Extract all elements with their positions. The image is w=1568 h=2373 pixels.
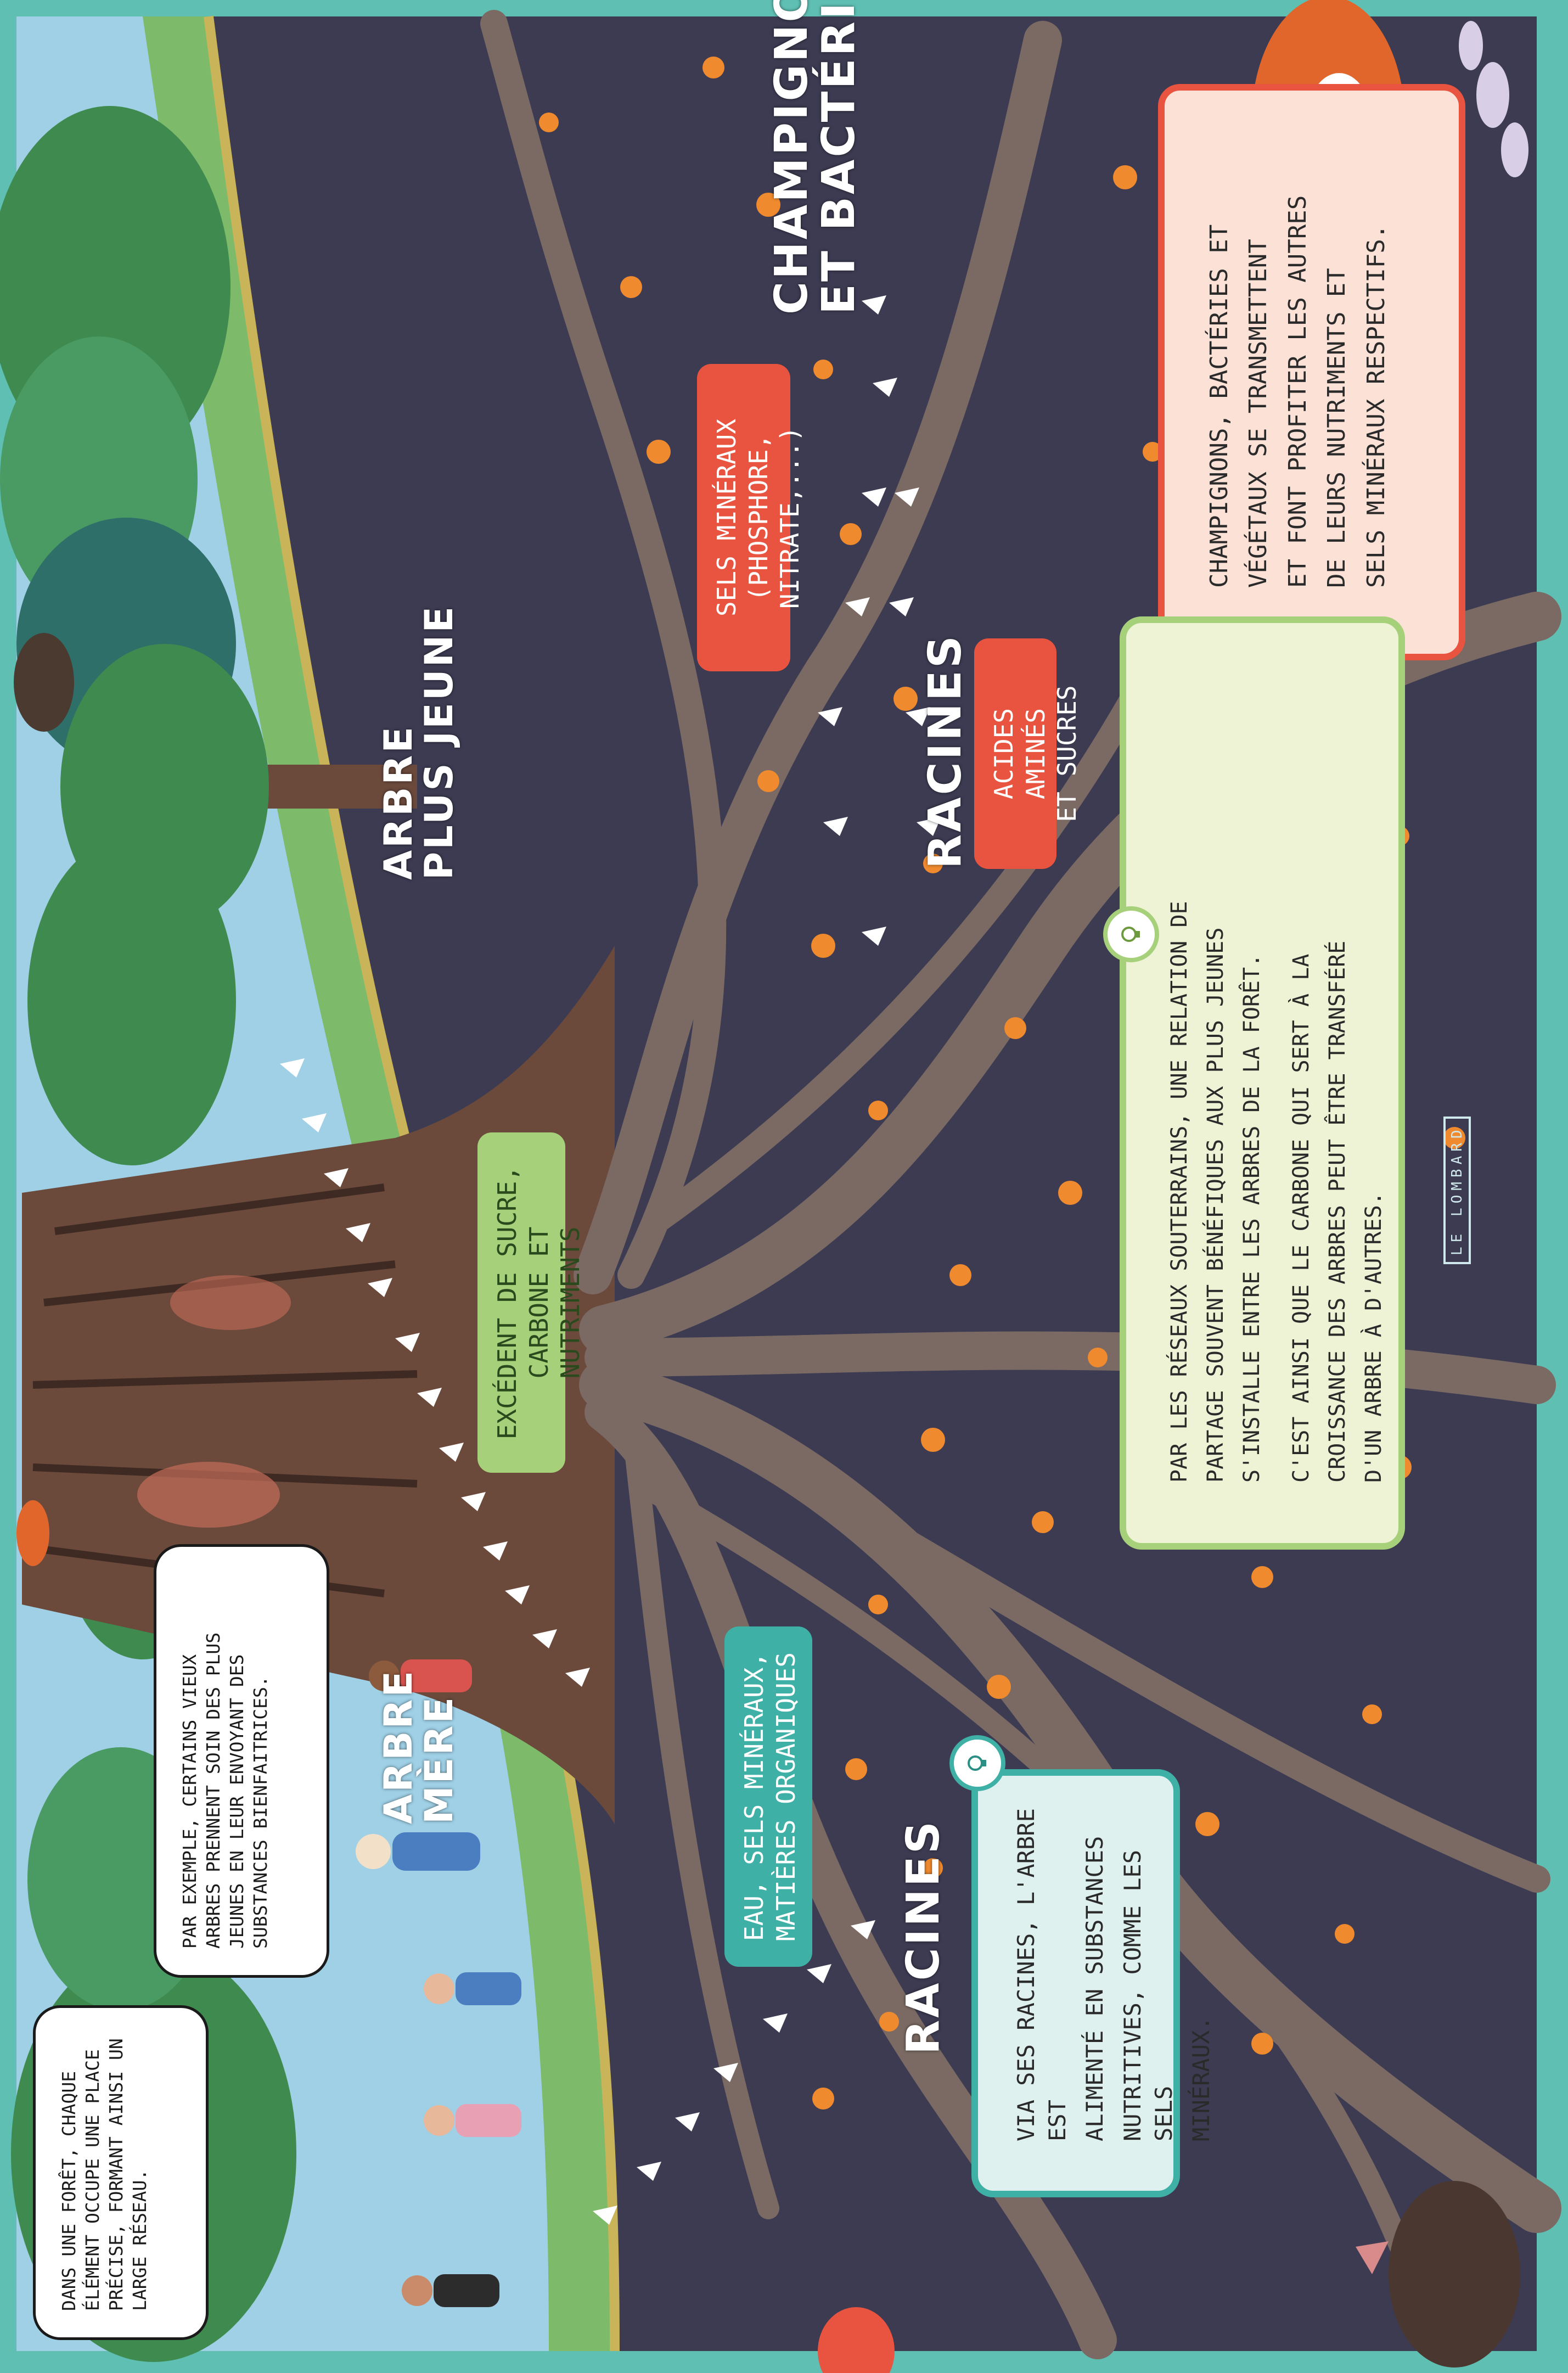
boar [1356,2181,1520,2368]
hedgehog [14,633,74,732]
pill-acides-amines: ACIDES AMINÉS ET SUCRES [974,638,1082,869]
label-arbre-plus-jeune: ARBRE PLUS JEUNE [376,604,462,880]
people-walking [356,1659,521,2307]
squirrel [16,1500,49,1566]
info-box-reseaux: PAR LES RÉSEAUX SOUTERRAINS, UNE RELATIO… [1120,616,1405,1550]
speech-bubble-exemple: PAR EXEMPLE, CERTAINS VIEUX ARBRES PRENN… [154,1544,329,1978]
speech-bubble-foret: DANS UNE FORÊT, CHAQUE ÉLÉMENT OCCUPE UN… [33,2005,209,2340]
label-racines-top: RACINES [919,633,971,869]
publisher-logo: LE LOMBARD [1443,1117,1471,1264]
lightbulb-icon [1103,906,1159,962]
info-box-racines: VIA SES RACINES, L'ARBRE EST ALIMENTÉ EN… [971,1769,1215,2197]
arrow-icon [280,1058,590,1687]
red-mascot [818,2307,895,2373]
arrow-icon [593,1920,875,2225]
young-tree [60,644,417,929]
pill-excedent: EXCÉDENT DE SUCRE, CARBONE ET NUTRIMENTS [477,1132,585,1473]
pill-eau: EAU, SELS MINÉRAUX, MATIÈRES ORGANIQUES [724,1626,812,1967]
info-box-champignons: CHAMPIGNONS, BACTÉRIES ET VÉGÉTAUX SE TR… [1158,84,1465,660]
label-champignons: CHAMPIGNONS ET BACTÉRIES [766,0,866,315]
arrow-icon [818,295,941,946]
label-racines-bottom: RACINES [897,1819,949,2055]
label-arbre-mere: ARBRE MÈRE [376,1668,462,1824]
pill-sels-mineraux: SELS MINÉRAUX (PHOSPHORE, NITRATE,...) [697,364,805,671]
mushrooms [1459,21,1528,177]
lightbulb-icon [949,1735,1005,1791]
